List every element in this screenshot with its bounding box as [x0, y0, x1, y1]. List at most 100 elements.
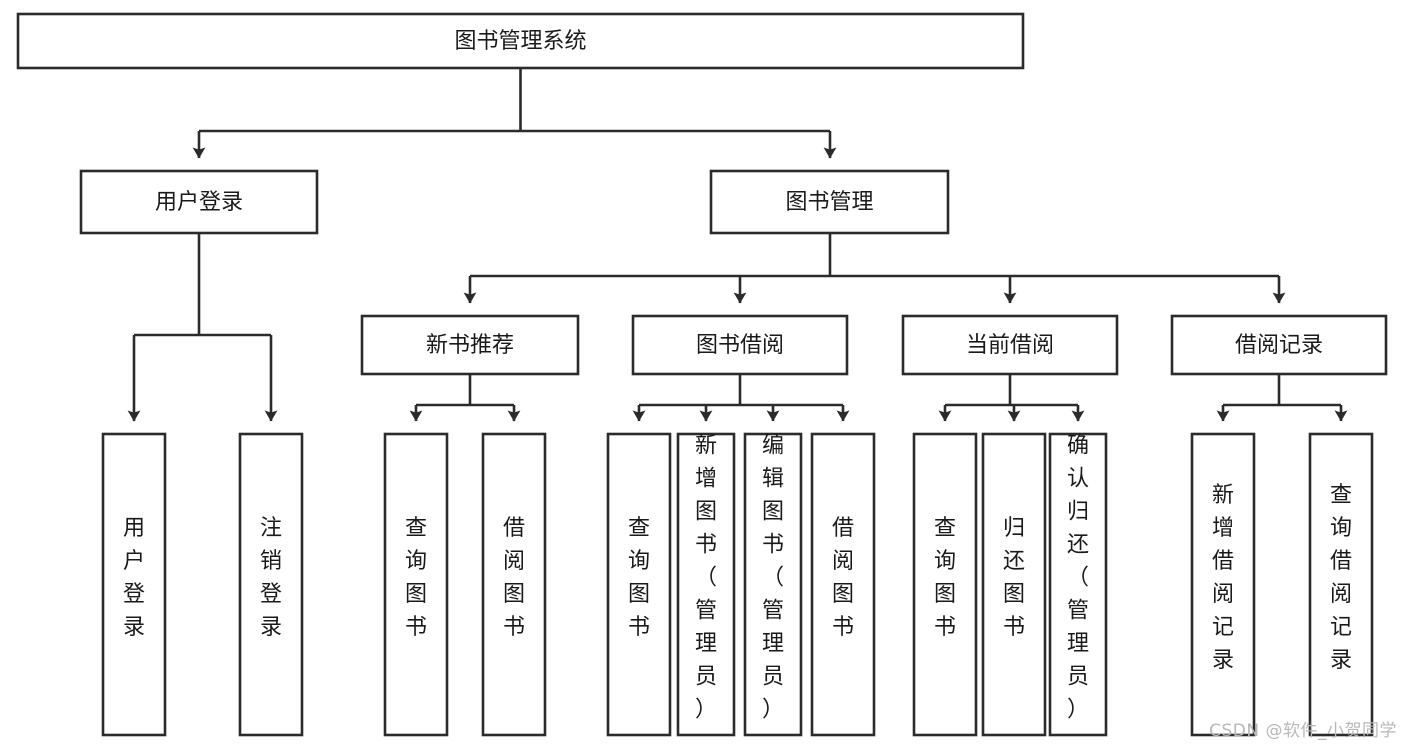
leaf-node-box[interactable]: [238, 432, 304, 737]
leaf-label-char: 阅: [832, 549, 854, 574]
leaf-node[interactable]: 借阅图书: [810, 432, 876, 737]
leaf-label-char: 书: [832, 615, 854, 640]
edge-group-user-login: [127, 233, 278, 422]
leaf-node-box[interactable]: [606, 432, 672, 737]
leaf-label-char: 借: [503, 516, 525, 541]
leaf-node-box[interactable]: [101, 432, 167, 737]
leaf-label-char: 图: [762, 500, 784, 525]
leaf-label-char: 新: [1212, 483, 1234, 508]
leaf-label-char: 还: [1067, 533, 1089, 558]
leaf-label-char: 理: [1067, 632, 1089, 657]
leaf-node-box[interactable]: [810, 432, 876, 737]
leaf-label-char: 阅: [1212, 582, 1234, 607]
leaf-node-label: 查询图书: [628, 516, 650, 640]
leaf-label-char: 书: [405, 615, 427, 640]
leaf-label-char: 登: [260, 582, 282, 607]
leaf-label-char: 借: [1330, 549, 1352, 574]
leaf-node-box[interactable]: [1048, 432, 1108, 737]
leaf-label-char: 图: [934, 582, 956, 607]
leaf-label-char: 查: [628, 516, 650, 541]
leaf-label-char: 认: [1067, 467, 1089, 492]
leaf-label-char: 员: [1067, 665, 1089, 690]
leaf-node[interactable]: 查询图书: [606, 432, 672, 737]
node-new-book-recommend-label: 新书推荐: [426, 333, 514, 358]
node-new-book-recommend[interactable]: 新书推荐: [360, 314, 580, 376]
leaf-node-label: 查询图书: [405, 516, 427, 640]
edge-group-root: [192, 68, 837, 159]
leaf-node-label: 借阅图书: [832, 516, 854, 640]
leaf-label-char: 询: [405, 549, 427, 574]
leaf-label-char: 归: [1067, 500, 1089, 525]
leaf-node[interactable]: 查询借阅记录: [1308, 432, 1374, 737]
node-root[interactable]: 图书管理系统: [16, 12, 1025, 70]
node-borrow-record-box[interactable]: [1170, 314, 1388, 376]
leaf-label-char: 借: [1212, 549, 1234, 574]
leaf-node-box[interactable]: [743, 432, 803, 737]
leaf-label-char: 员: [762, 665, 784, 690]
leaf-node-box[interactable]: [1308, 432, 1374, 737]
leaf-node-box[interactable]: [981, 432, 1047, 737]
leaf-node[interactable]: 查询图书: [383, 432, 449, 737]
leaf-label-char: 图: [832, 582, 854, 607]
edge-group-book-manage: [463, 233, 1286, 304]
leaf-label-char: 图: [1003, 582, 1025, 607]
leaf-node-label: 归还图书: [1003, 516, 1025, 640]
leaf-node[interactable]: 编辑图书（管理员）: [743, 432, 803, 737]
leaf-label-char: 管: [695, 599, 717, 624]
leaf-label-char: 查: [405, 516, 427, 541]
leaf-label-char: （: [762, 566, 784, 591]
leaf-node[interactable]: 新增图书（管理员）: [676, 432, 736, 737]
leaf-node-label: 新增图书（管理员）: [695, 434, 717, 723]
leaf-node-label: 用户登录: [123, 516, 145, 640]
node-user-login[interactable]: 用户登录: [79, 169, 319, 235]
node-current-borrow[interactable]: 当前借阅: [901, 314, 1119, 376]
leaf-node-box[interactable]: [676, 432, 736, 737]
edge-group-borrow-record: [1216, 374, 1348, 422]
leaf-node-box[interactable]: [481, 432, 547, 737]
leaf-label-char: 图: [503, 582, 525, 607]
leaf-node[interactable]: 用户登录: [101, 432, 167, 737]
node-borrow-record[interactable]: 借阅记录: [1170, 314, 1388, 376]
leaf-label-char: 用: [123, 516, 145, 541]
node-book-manage-box[interactable]: [709, 169, 950, 235]
node-book-manage[interactable]: 图书管理: [709, 169, 950, 235]
leaf-node-box[interactable]: [1190, 432, 1256, 737]
node-current-borrow-box[interactable]: [901, 314, 1119, 376]
leaf-node[interactable]: 归还图书: [981, 432, 1047, 737]
leaf-label-char: 询: [934, 549, 956, 574]
leaf-node[interactable]: 注销登录: [238, 432, 304, 737]
leaf-label-char: 管: [1067, 599, 1089, 624]
node-book-borrow-box[interactable]: [631, 314, 849, 376]
leaf-node[interactable]: 新增借阅记录: [1190, 432, 1256, 737]
leaf-label-char: 理: [695, 632, 717, 657]
node-book-borrow[interactable]: 图书借阅: [631, 314, 849, 376]
leaf-node-label: 查询图书: [934, 516, 956, 640]
leaf-node[interactable]: 查询图书: [912, 432, 978, 737]
leaf-node-label: 查询借阅记录: [1330, 483, 1352, 673]
node-root-label: 图书管理系统: [454, 29, 586, 54]
leaf-label-char: ）: [762, 698, 784, 723]
leaf-label-char: 新: [695, 434, 717, 459]
edge-group-current-borrow: [938, 374, 1085, 422]
node-root-box[interactable]: [16, 12, 1025, 70]
leaf-label-char: （: [1067, 566, 1089, 591]
node-user-login-box[interactable]: [79, 169, 319, 235]
leaf-label-char: 阅: [1330, 582, 1352, 607]
leaf-label-char: 还: [1003, 549, 1025, 574]
leaf-label-char: 理: [762, 632, 784, 657]
node-new-book-recommend-box[interactable]: [360, 314, 580, 376]
leaf-label-char: （: [695, 566, 717, 591]
leaf-label-char: 确: [1067, 434, 1089, 459]
leaf-label-char: 归: [1003, 516, 1025, 541]
leaf-label-char: 编: [762, 434, 784, 459]
leaf-label-char: 书: [762, 533, 784, 558]
leaf-node-label: 新增借阅记录: [1212, 483, 1234, 673]
leaf-node[interactable]: 借阅图书: [481, 432, 547, 737]
leaf-node-box[interactable]: [383, 432, 449, 737]
leaf-label-char: ）: [695, 698, 717, 723]
node-current-borrow-label: 当前借阅: [966, 333, 1054, 358]
leaf-label-char: 增: [1212, 516, 1234, 541]
leaf-node[interactable]: 确认归还（管理员）: [1048, 432, 1108, 737]
leaf-node-box[interactable]: [912, 432, 978, 737]
leaf-label-char: 查: [934, 516, 956, 541]
